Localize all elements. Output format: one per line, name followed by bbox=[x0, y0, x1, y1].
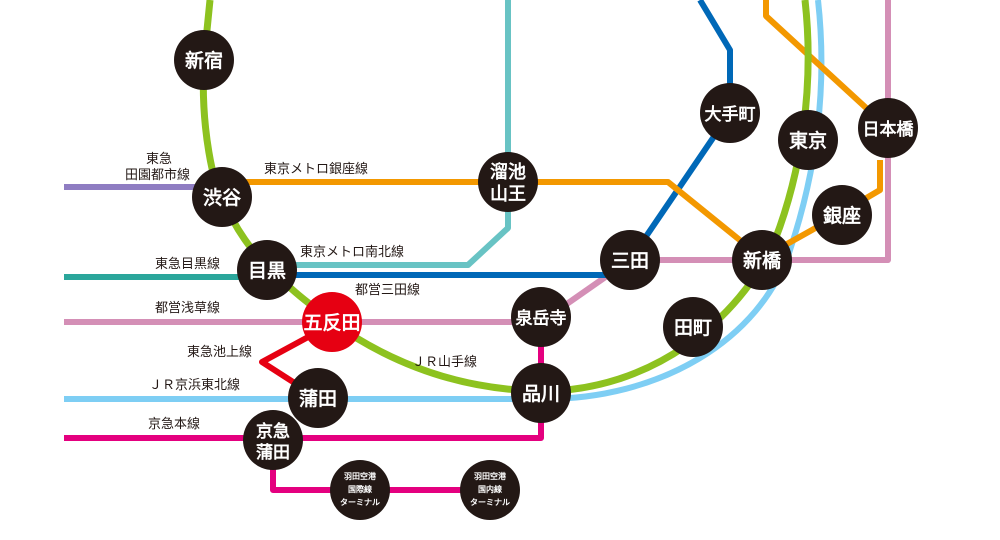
station-shinjuku-name: 新宿 bbox=[185, 49, 223, 72]
ginza-line-label: 東京メトロ銀座線 bbox=[264, 161, 368, 177]
station-ginza-name: 銀座 bbox=[823, 204, 861, 227]
station-gotanda-name: 五反田 bbox=[303, 312, 360, 334]
station-haneda-intl-name-1: 羽田空港 bbox=[344, 471, 377, 481]
mita-line bbox=[267, 0, 733, 278]
station-haneda-intl-name-3: ターミナル bbox=[340, 497, 380, 507]
station-gotanda[interactable]: 五反田 bbox=[302, 292, 362, 352]
ikegami-line-label: 東急池上線 bbox=[187, 344, 252, 360]
meguro-line-label: 東急目黒線 bbox=[155, 256, 220, 272]
station-shinagawa-name: 品川 bbox=[522, 383, 560, 405]
station-tokyo-name: 東京 bbox=[789, 129, 827, 152]
station-mita-name: 三田 bbox=[611, 250, 649, 272]
namboku-line-label: 東京メトロ南北線 bbox=[300, 244, 404, 260]
station-tameike-sanno[interactable]: 溜池 山王 bbox=[478, 152, 538, 212]
station-shibuya-name: 渋谷 bbox=[203, 186, 242, 209]
station-nihombashi-name: 日本橋 bbox=[863, 119, 915, 140]
station-sengakuji-name: 泉岳寺 bbox=[515, 308, 567, 329]
namboku-line bbox=[267, 0, 511, 268]
station-kamata[interactable]: 蒲田 bbox=[288, 368, 348, 428]
station-tamachi-name: 田町 bbox=[674, 317, 712, 339]
mita-line-label: 都営三田線 bbox=[355, 282, 420, 298]
station-tameike-sanno-name-1: 溜池 bbox=[490, 161, 526, 183]
keikyu-line bbox=[64, 315, 544, 441]
station-nihombashi[interactable]: 日本橋 bbox=[858, 98, 918, 158]
keikyu-line-label: 京急本線 bbox=[148, 416, 200, 432]
ginza-line-north bbox=[763, 0, 891, 131]
station-tameike-sanno-name-2: 山王 bbox=[490, 184, 526, 205]
station-keikyu-kamata[interactable]: 京急 蒲田 bbox=[243, 410, 303, 470]
station-tamachi[interactable]: 田町 bbox=[663, 297, 723, 357]
den-en-toshi-label-1: 東急 bbox=[146, 151, 172, 167]
station-sengakuji[interactable]: 泉岳寺 bbox=[511, 287, 571, 347]
station-shimbashi[interactable]: 新橋 bbox=[732, 230, 792, 290]
station-haneda-dom-name-2: 国内線 bbox=[478, 484, 502, 494]
yamanote-line-label: ＪＲ山手線 bbox=[412, 354, 477, 370]
station-otemachi-name: 大手町 bbox=[705, 104, 756, 125]
station-mita[interactable]: 三田 bbox=[600, 230, 660, 290]
station-haneda-intl-name-2: 国際線 bbox=[348, 484, 372, 494]
station-kamata-name: 蒲田 bbox=[299, 387, 337, 410]
station-shinagawa[interactable]: 品川 bbox=[511, 363, 571, 423]
station-haneda-dom-name-3: ターミナル bbox=[470, 497, 510, 507]
keihin-tohoku-line-label: ＪＲ京浜東北線 bbox=[149, 377, 240, 393]
station-haneda-dom-name-1: 羽田空港 bbox=[474, 471, 507, 481]
station-meguro[interactable]: 目黒 bbox=[237, 240, 297, 300]
station-ginza[interactable]: 銀座 bbox=[812, 185, 872, 245]
station-haneda-international[interactable]: 羽田空港 国際線 ターミナル bbox=[330, 460, 390, 520]
asakusa-line-label: 都営浅草線 bbox=[155, 300, 220, 316]
station-shibuya[interactable]: 渋谷 bbox=[192, 167, 252, 227]
den-en-toshi-label-2: 田園都市線 bbox=[125, 167, 190, 183]
station-meguro-name: 目黒 bbox=[248, 260, 286, 282]
station-haneda-domestic[interactable]: 羽田空港 国内線 ターミナル bbox=[460, 460, 520, 520]
station-shimbashi-name: 新橋 bbox=[743, 249, 782, 272]
station-shinjuku[interactable]: 新宿 bbox=[174, 30, 234, 90]
station-tokyo[interactable]: 東京 bbox=[778, 110, 838, 170]
station-otemachi[interactable]: 大手町 bbox=[700, 83, 760, 143]
station-keikyu-kamata-name-1: 京急 bbox=[256, 421, 290, 442]
station-keikyu-kamata-name-2: 蒲田 bbox=[256, 443, 290, 463]
